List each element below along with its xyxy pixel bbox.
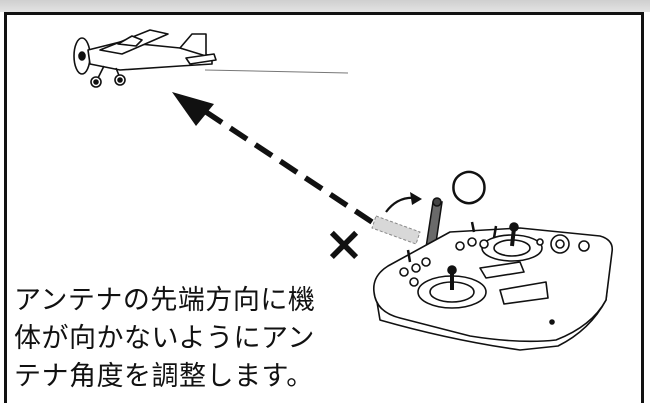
illustration-panel xyxy=(4,12,644,403)
instruction-caption: アンテナの先端方向に機 体が向かないようにアン テナ角度を調整します。 xyxy=(14,282,354,396)
caption-line-2: 体が向かないようにアン xyxy=(14,323,315,354)
top-bar xyxy=(0,0,650,12)
airplane-icon xyxy=(73,29,349,88)
transmitter-icon xyxy=(372,221,614,351)
adjust-arrow xyxy=(385,192,422,213)
wrong-mark: × xyxy=(324,216,364,272)
correct-mark: ○ xyxy=(450,159,488,210)
caption-line-1: アンテナの先端方向に機 xyxy=(14,285,316,316)
caption-line-3: テナ角度を調整します。 xyxy=(14,361,314,392)
signal-direction-arrow xyxy=(172,92,374,225)
antenna-wrong-position xyxy=(371,215,421,245)
